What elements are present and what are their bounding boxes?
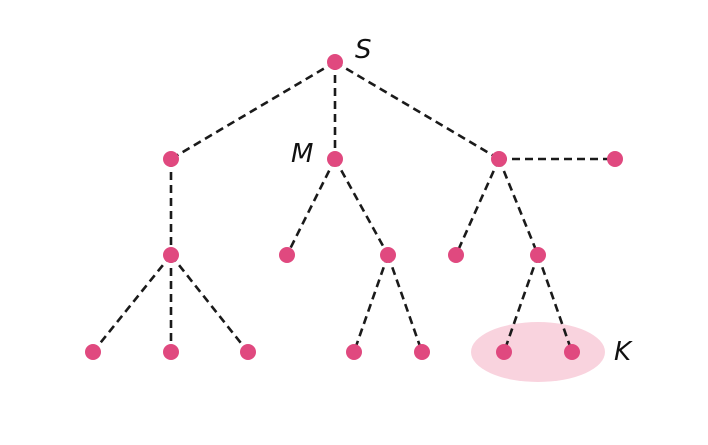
- label-s: S: [355, 35, 372, 65]
- node-a1c: [240, 344, 256, 360]
- node-s: [327, 54, 343, 70]
- edge-m-m2: [333, 158, 390, 256]
- edge-m2-m2a: [352, 254, 390, 353]
- node-a1b: [163, 344, 179, 360]
- node-r2: [607, 151, 623, 167]
- node-a1: [163, 247, 179, 263]
- node-a: [163, 151, 179, 167]
- edge-m2-m2b: [386, 254, 424, 353]
- edge-layer: [91, 60, 615, 353]
- node-k2: [564, 344, 580, 360]
- edge-a1-a1c: [169, 254, 250, 353]
- edge-r-r3: [497, 158, 540, 256]
- edge-r-r1: [454, 158, 501, 256]
- node-a1a: [85, 344, 101, 360]
- edge-r3-k1: [502, 254, 540, 353]
- node-layer: [85, 54, 623, 360]
- highlight-region-k: [471, 322, 605, 382]
- node-r: [491, 151, 507, 167]
- edge-r3-k2: [536, 254, 574, 353]
- label-k: K: [614, 337, 633, 367]
- node-k1: [496, 344, 512, 360]
- node-m2: [380, 247, 396, 263]
- node-m: [327, 151, 343, 167]
- node-m1: [279, 247, 295, 263]
- edge-m-m1: [285, 158, 337, 256]
- edge-s-r: [334, 60, 500, 161]
- node-r3: [530, 247, 546, 263]
- node-m2a: [346, 344, 362, 360]
- edge-a1-a1a: [91, 254, 173, 353]
- node-r1: [448, 247, 464, 263]
- node-m2b: [414, 344, 430, 360]
- label-m: M: [291, 139, 313, 169]
- edge-s-a: [170, 60, 336, 161]
